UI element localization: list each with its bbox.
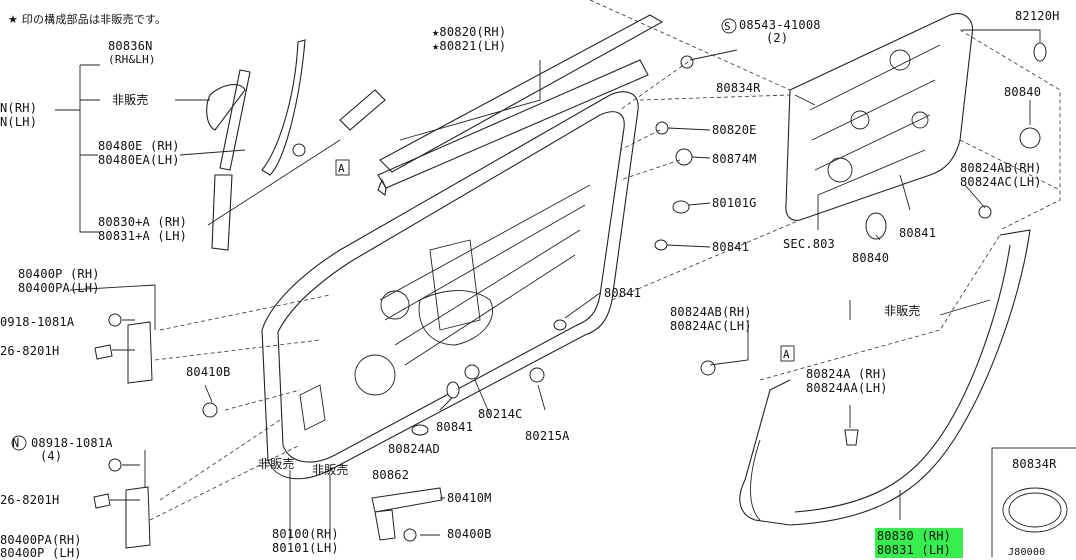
callout-boxes [11, 18, 795, 451]
label-80840-b: 80840 [852, 251, 890, 265]
label-80410m: 80410M [447, 491, 492, 505]
label-80400pa-rh: 80400PA(RH) [0, 533, 82, 547]
label-n-lh: N(LH) [0, 115, 38, 129]
label-80820: ★80820(RH) [432, 25, 507, 39]
assembly-lines [149, 0, 1061, 521]
label-80480ea: 80480EA(LH) [98, 153, 180, 167]
label-80400p-lh: 80400P (LH) [0, 546, 82, 560]
label-80101: 80101(LH) [272, 541, 339, 555]
label-80831-highlighted: 80831 (LH) [860, 531, 964, 558]
label-80824ab-mid: 80824AB(RH) [670, 305, 752, 319]
label-08543: 08543-41008 [739, 18, 821, 32]
callout-a-right: A [783, 348, 790, 361]
window-channel [206, 39, 386, 251]
label-80824aa: 80824AA(LH) [806, 381, 888, 395]
label-80824ac-mid: 80824AC(LH) [670, 319, 752, 333]
highlight-80830: 80830 (RH) [874, 528, 964, 544]
label-80821: ★80821(LH) [432, 39, 507, 53]
label-80400b: 80400B [447, 527, 492, 541]
label-80841-a: 80841 [712, 240, 750, 254]
label-80830a: 80830+A (RH) [98, 215, 188, 229]
hinge-upper [94, 313, 153, 384]
label-80824ac-top: 80824AC(LH) [960, 175, 1042, 189]
label-not-sold-3: 非販売 [312, 463, 349, 477]
weatherstrip [739, 229, 1031, 526]
label-80834r-inset: 80834R [1012, 457, 1057, 471]
door-trim-panel [785, 13, 974, 221]
label-26-8201h-lower: 26-8201H [0, 493, 60, 507]
label-80101g: 80101G [712, 196, 757, 210]
window-sash-strip [377, 14, 664, 196]
leader-lines [55, 29, 1041, 540]
fasteners [202, 42, 1047, 446]
label-80824ab-top: 80824AB(RH) [960, 161, 1042, 175]
note-text: ★ 印の構成部品は非販売です。 [8, 13, 167, 26]
label-80480e: 80480E (RH) [98, 139, 180, 153]
label-80836n: 80836N [108, 39, 153, 53]
label-80400p: 80400P (RH) [18, 267, 100, 281]
label-80215a: 80215A [525, 429, 570, 443]
label-80400pa: 80400PA(LH) [18, 281, 100, 295]
label-sec-803: SEC.803 [783, 237, 835, 251]
label-80824ad: 80824AD [388, 442, 440, 456]
door-panel [261, 91, 639, 480]
label-80410b: 80410B [186, 365, 231, 379]
label-80830-highlighted: 80830 (RH) [860, 517, 964, 544]
label-80874m: 80874M [712, 152, 757, 166]
label-08918: 08918-1081A [31, 436, 113, 450]
label-80862: 80862 [372, 468, 410, 482]
inset-box [991, 447, 1076, 557]
label-82120h: 82120H [1015, 9, 1060, 23]
label-80831a: 80831+A (LH) [98, 229, 188, 243]
label-80824a: 80824A (RH) [806, 367, 888, 381]
label-80841-c: 80841 [436, 420, 474, 434]
label-qty-2: (2) [766, 31, 789, 45]
label-80820e: 80820E [712, 123, 757, 137]
label-80834r: 80834R [716, 81, 761, 95]
label-80836n-side: (RH&LH) [108, 53, 156, 66]
label-n-symbol: N [12, 436, 20, 450]
label-26-8201h-upper: 26-8201H [0, 344, 60, 358]
label-not-sold-4: 非販売 [884, 304, 921, 318]
highlight-80831: 80831 (LH) [874, 542, 964, 558]
check-link [371, 487, 443, 542]
label-80100: 80100(RH) [272, 527, 339, 541]
callout-a-left: A [338, 162, 345, 175]
label-0918-upper: 0918-1081A [0, 315, 75, 329]
label-qty-4: (4) [40, 449, 63, 463]
hinge-lower [93, 458, 151, 549]
label-80840-a: 80840 [1004, 85, 1042, 99]
label-80841-d: 80841 [899, 226, 937, 240]
label-80214c: 80214C [478, 407, 523, 421]
footer-code: J80000 [1008, 547, 1046, 558]
label-80841-b: 80841 [604, 286, 642, 300]
label-n-rh: N(RH) [0, 101, 38, 115]
label-s-symbol: S [724, 20, 731, 33]
label-not-sold-2: 非販売 [258, 457, 295, 471]
label-not-sold-1: 非販売 [112, 93, 149, 107]
